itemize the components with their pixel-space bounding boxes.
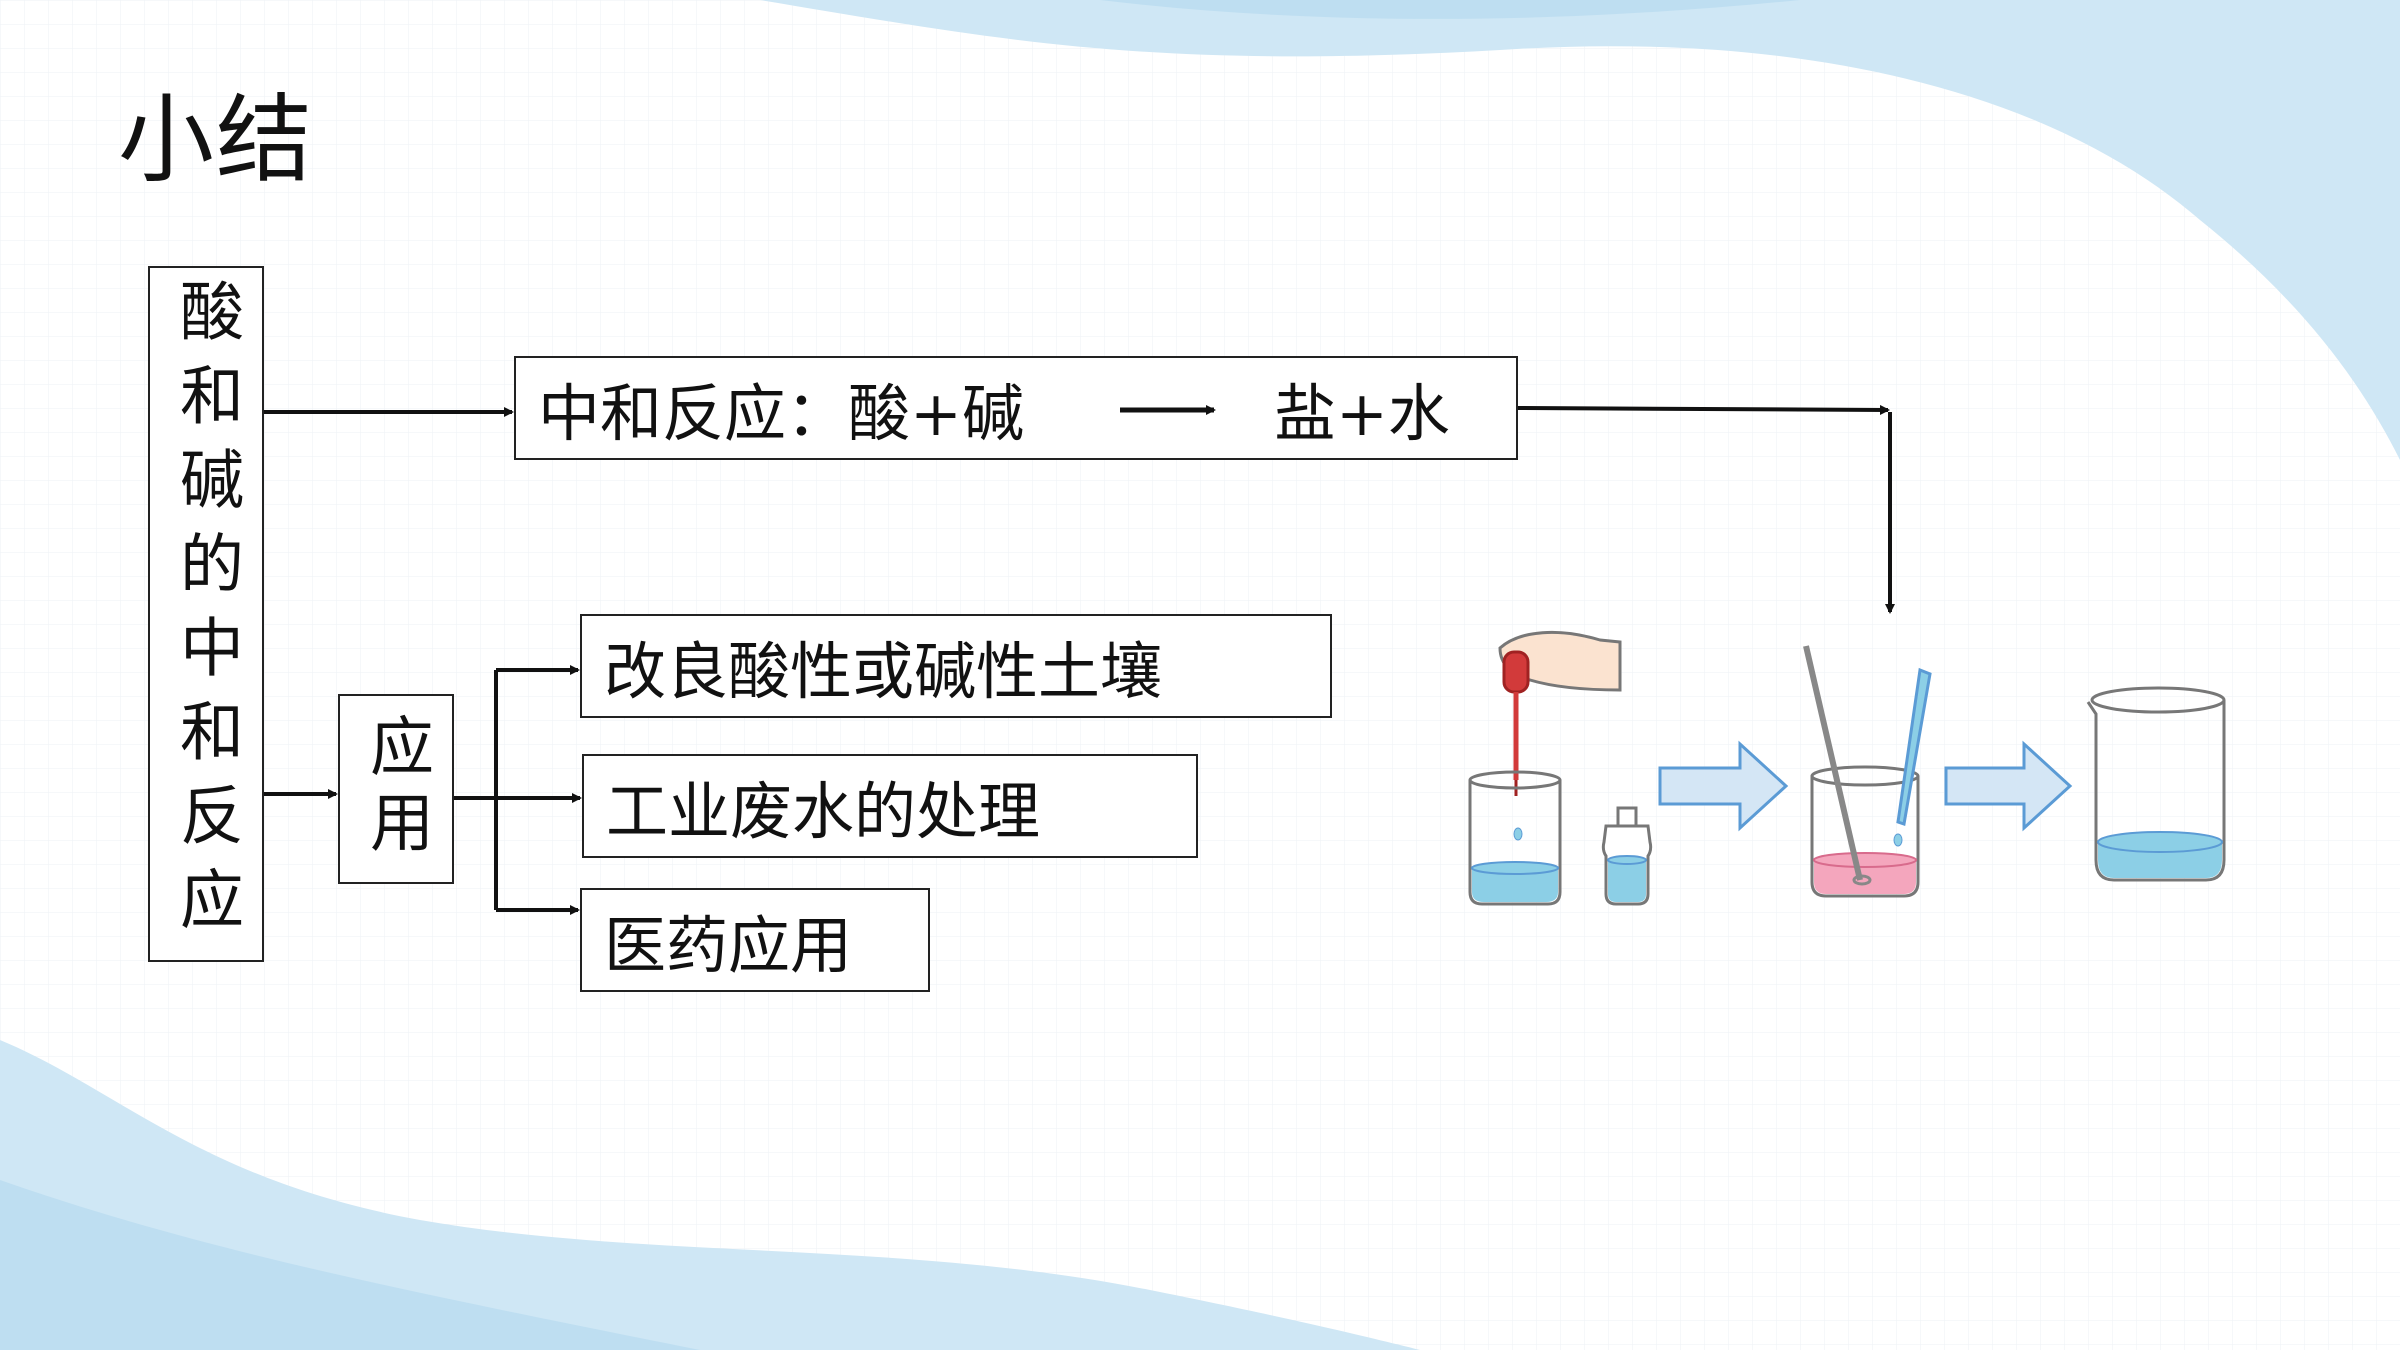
application-item-label: 医药应用 xyxy=(604,909,853,982)
application-label: 应用 xyxy=(359,713,433,865)
reaction-arrow-space xyxy=(1024,403,1274,413)
bottom-wave xyxy=(0,1040,1420,1350)
application-box: 应用 xyxy=(338,694,454,884)
application-item: 改良酸性或碱性土壤 xyxy=(580,614,1332,718)
topic-label: 酸和碱的中和反应 xyxy=(169,278,243,950)
application-item-label: 改良酸性或碱性土壤 xyxy=(604,635,1163,708)
topic-box: 酸和碱的中和反应 xyxy=(148,266,264,962)
slide-title: 小结 xyxy=(118,84,314,196)
reaction-label: 中和反应：酸+碱 xyxy=(538,377,1024,450)
reaction-box: 中和反应：酸+碱 盐+水 xyxy=(514,356,1518,460)
application-item: 医药应用 xyxy=(580,888,930,992)
top-wave xyxy=(760,0,2400,460)
application-item: 工业废水的处理 xyxy=(582,754,1198,858)
reaction-products: 盐+水 xyxy=(1273,377,1450,450)
application-item-label: 工业废水的处理 xyxy=(606,775,1041,848)
